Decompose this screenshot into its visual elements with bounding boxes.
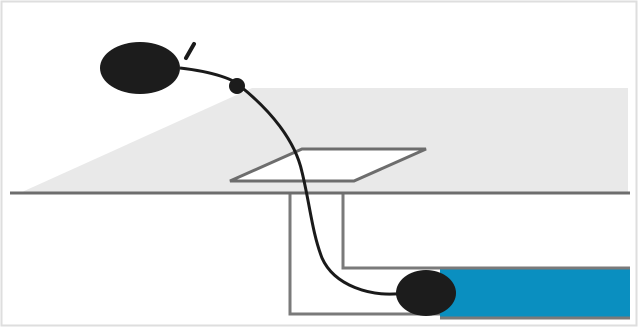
water-channel: [440, 268, 630, 318]
pipe-outer-wall: [288, 194, 440, 316]
pipe-inner-wall: [341, 194, 440, 270]
control-unit-antenna: [184, 42, 196, 60]
cable-clip: [229, 78, 245, 94]
floor-surface: [22, 88, 628, 192]
access-hatch: [229, 147, 427, 183]
control-unit-icon: [100, 42, 180, 94]
sensor-probe-icon: [396, 270, 456, 316]
channel-edges: [440, 266, 630, 320]
